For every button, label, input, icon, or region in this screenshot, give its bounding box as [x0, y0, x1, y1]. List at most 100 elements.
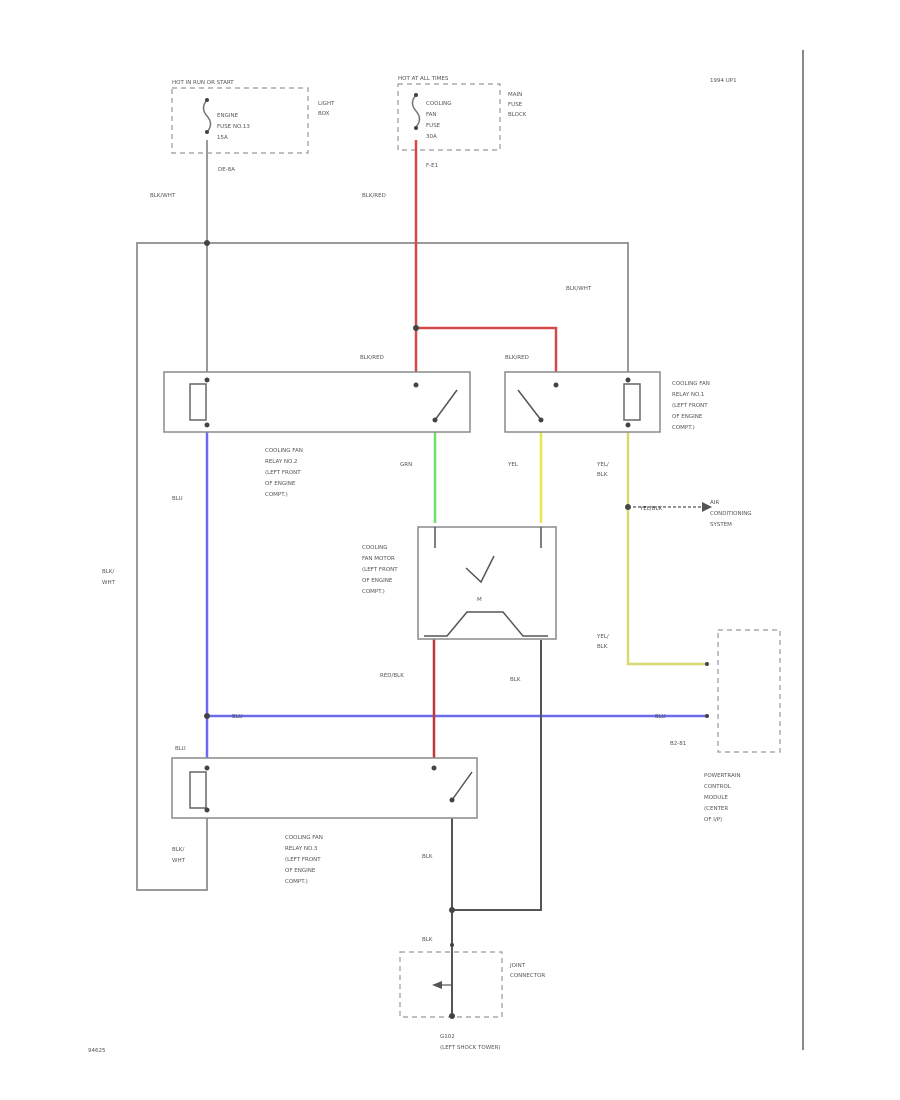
cooling-fan-motor: M	[417, 526, 557, 640]
fuse2-box-3: BLOCK	[508, 112, 527, 118]
fuse1-box-1: LIGHT	[318, 101, 335, 107]
fuse2-box-1: MAIN	[508, 92, 522, 98]
relay-left-4: OF ENGINE	[265, 481, 296, 487]
label-blu-left: BLU	[172, 496, 183, 502]
joint-label-1: JOINT	[509, 963, 526, 969]
relay3-switch	[451, 771, 473, 801]
fuse2-body-4: 30A	[426, 134, 437, 140]
label-blk-ground: BLK	[422, 854, 433, 860]
relay-bottom-2: RELAY NO.3	[285, 846, 318, 852]
relay-right-3: (LEFT FRONT	[672, 403, 708, 409]
pcm-label-3: MODULE	[704, 795, 728, 801]
label-blu-relay3: BLU	[175, 746, 186, 752]
wire-blk-wht-outer	[136, 242, 208, 891]
relay-right-4: OF ENGINE	[672, 414, 703, 420]
label-grn: GRN	[400, 462, 412, 468]
relay-right-1: COOLING FAN	[672, 381, 710, 387]
label-blk-mid: BLK	[510, 677, 521, 683]
label-yel: YEL	[507, 462, 519, 468]
joint-label-2: CONNECTOR	[510, 973, 545, 979]
relay1-switch	[517, 389, 542, 421]
wire-blk-wht-loop	[207, 242, 629, 372]
relay-left-5: COMPT.)	[265, 492, 288, 498]
label-yel-blk-2b: BLK	[597, 644, 608, 650]
relay-right-2: RELAY NO.1	[672, 392, 704, 398]
pcm-label-4: (CENTER	[704, 806, 728, 812]
joint-arrow-icon	[432, 981, 442, 989]
motor-label-1: COOLING	[362, 545, 388, 551]
relay-left-3: (LEFT FRONT	[265, 470, 301, 476]
relay1-coil	[623, 383, 641, 421]
motor-symbol: M	[477, 597, 482, 603]
engine-fuse-box: HOT IN RUN OR START ENGINE FUSE NO.13 15…	[171, 80, 335, 154]
label-blk-wht-bottom-a: BLK/	[172, 847, 184, 853]
fuse2-body-1: COOLING	[426, 101, 452, 107]
label-blu-bus-left: BLU	[232, 714, 243, 720]
ac-system-1: AIR	[710, 500, 719, 506]
label-yel-blk-2a: YEL/	[596, 634, 609, 640]
label-blk-wht-right: BLK/WHT	[566, 286, 592, 292]
relay-bottom-1: COOLING FAN	[285, 835, 323, 841]
fuse1-element	[202, 99, 212, 133]
ground-label-1: G102	[440, 1034, 455, 1040]
pcm-label-5: OF I/P)	[704, 817, 722, 823]
label-blu-bus-right: BLU	[655, 714, 666, 720]
fuse2-element	[411, 94, 421, 128]
motor-symbol-v	[465, 555, 495, 584]
fuse2-ref: F-E1	[426, 163, 438, 169]
relay2-coil	[189, 383, 207, 421]
motor-label-4: OF ENGINE	[362, 578, 393, 584]
fuse2-box-2: FUSE	[508, 102, 523, 108]
fuse1-box-2: BOX	[318, 111, 330, 117]
label-blk-red-relay2: BLK/RED	[505, 355, 529, 361]
joint-connector	[399, 943, 503, 1019]
cooling-fan-relay-3	[171, 757, 478, 819]
label-blk-wht-far-a: BLK/	[102, 569, 114, 575]
label-blk-wht-far-b: WHT	[102, 580, 116, 586]
label-blk-red-relay1: BLK/RED	[360, 355, 384, 361]
motor-label-2: FAN MOTOR	[362, 556, 395, 562]
wire-blk-red-branch	[416, 326, 558, 383]
fuse2-body-2: FAN	[426, 112, 437, 118]
ac-system-2: CONDITIONING	[710, 511, 752, 517]
label-blk-joint: BLK	[422, 937, 433, 943]
label-yel-blk-1a: YEL/	[596, 462, 609, 468]
fuse2-body-3: FUSE	[426, 123, 441, 129]
label-blk-red-top: BLK/RED	[362, 193, 386, 199]
pcm-label-1: POWERTRAIN	[704, 773, 740, 779]
wire-yel-blk	[626, 428, 707, 666]
motor-label-3: (LEFT FRONT	[362, 567, 398, 573]
figure-id: 94625	[88, 1048, 106, 1054]
relay-right-5: COMPT.)	[672, 425, 695, 431]
label-blk-wht-bottom-b: WHT	[172, 858, 186, 864]
label-yel-blk-1b: BLK	[597, 472, 608, 478]
powertrain-control-module	[717, 629, 781, 753]
relay-bottom-5: COMPT.)	[285, 879, 308, 885]
relay2-switch	[434, 389, 458, 421]
cooling-fan-relay-1	[504, 371, 661, 433]
fuse1-body-1: ENGINE	[217, 113, 239, 119]
ac-arrow-icon	[702, 502, 712, 512]
relay-bottom-3: (LEFT FRONT	[285, 857, 321, 863]
cooling-fan-relay-2	[163, 371, 471, 433]
ac-system-3: SYSTEM	[710, 522, 732, 528]
fuse1-ref: DE-8A	[218, 167, 235, 173]
label-splice: YEL/BLK	[639, 506, 663, 512]
ground-label-2: (LEFT SHOCK TOWER)	[440, 1045, 501, 1051]
label-blk-wht-left: BLK/WHT	[150, 193, 176, 199]
relay3-coil	[189, 771, 207, 809]
cooling-fan-fuse-box: HOT AT ALL TIMES COOLING FAN FUSE 30A MA…	[397, 76, 527, 151]
relay-bottom-4: OF ENGINE	[285, 868, 316, 874]
fuse1-body-2: FUSE NO.13	[217, 124, 250, 130]
fuse2-header: HOT AT ALL TIMES	[398, 76, 449, 82]
relay-left-1: COOLING FAN	[265, 448, 303, 454]
relay-left-2: RELAY NO.2	[265, 459, 297, 465]
wire-blk-motor-ground	[452, 640, 542, 911]
top-note: 1994 UP1	[710, 78, 737, 84]
pcm-label-2: CONTROL	[704, 784, 732, 790]
pcm-ref: B2-81	[670, 741, 686, 747]
fuse1-body-3: 15A	[217, 135, 228, 141]
motor-winding	[424, 611, 548, 637]
fuse1-header: HOT IN RUN OR START	[172, 80, 234, 86]
